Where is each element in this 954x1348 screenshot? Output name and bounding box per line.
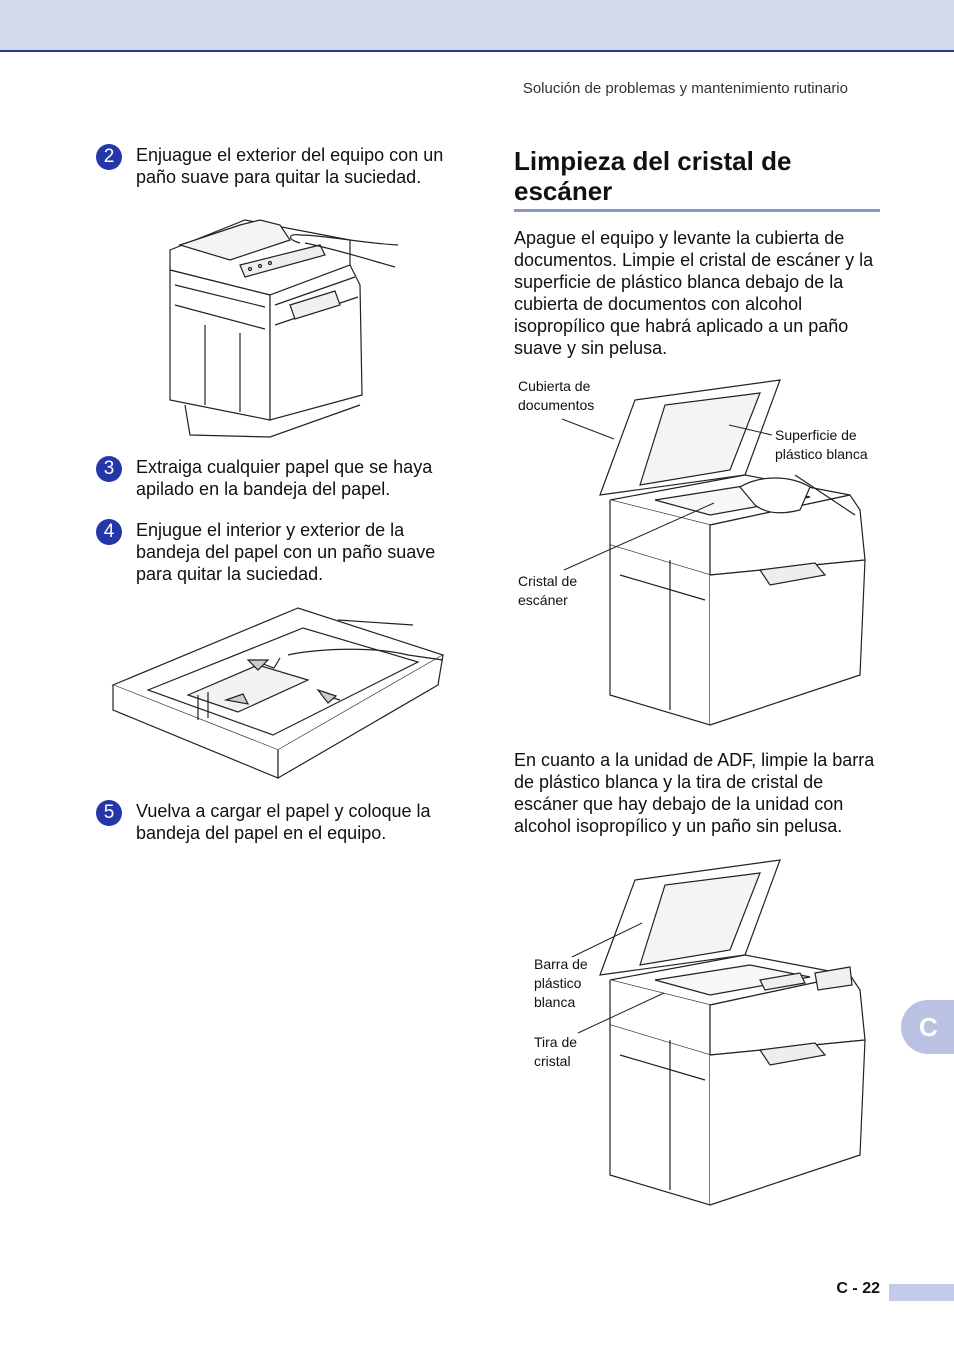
figure2-leader-lines <box>571 922 665 1034</box>
step-2: 2 Enjuague el exterior del equipo con un… <box>96 144 466 188</box>
chapter-tab: C <box>901 1000 954 1054</box>
page-number: C - 22 <box>836 1280 880 1297</box>
step-number: 2 <box>96 144 122 170</box>
title-rule <box>514 209 880 212</box>
step-4: 4 Enjugue el interior y exterior de la b… <box>96 519 466 585</box>
footer-band <box>889 1284 954 1301</box>
figure1-leader-lines <box>561 418 773 571</box>
adf-glass-illustration <box>560 855 875 1220</box>
intro-paragraph: Apague el equipo y levante la cubierta d… <box>514 228 874 358</box>
label-strip: Tira de cristal <box>534 1034 578 1069</box>
label-cover: Cubierta de documentos <box>518 378 595 413</box>
step-5: 5 Vuelva a cargar el papel y coloque la … <box>96 800 466 844</box>
adf-paragraph: En cuanto a la unidad de ADF, limpie la … <box>514 750 875 836</box>
step-number: 5 <box>96 800 122 826</box>
header-band <box>0 0 954 52</box>
step-text: Vuelva a cargar el papel y coloque la ba… <box>136 801 431 843</box>
step-text: Enjuague el exterior del equipo con un p… <box>136 145 444 187</box>
label-bar: Barra de plástico blanca <box>534 956 588 1010</box>
running-head: Solución de problemas y mantenimiento ru… <box>522 80 848 97</box>
step-text: Enjugue el interior y exterior de la ban… <box>136 520 436 584</box>
machine-exterior-illustration <box>150 205 405 440</box>
step-number: 3 <box>96 456 122 482</box>
scanner-glass-illustration <box>560 375 875 740</box>
step-number: 4 <box>96 519 122 545</box>
step-3: 3 Extraiga cualquier papel que se haya a… <box>96 456 466 500</box>
section-title: Limpieza del cristal de escáner <box>514 146 792 206</box>
paper-tray-illustration <box>108 600 453 790</box>
label-surface: Superficie de plástico blanca <box>775 427 868 462</box>
step-text: Extraiga cualquier papel que se haya api… <box>136 457 433 499</box>
label-glass: Cristal de escáner <box>518 573 578 608</box>
